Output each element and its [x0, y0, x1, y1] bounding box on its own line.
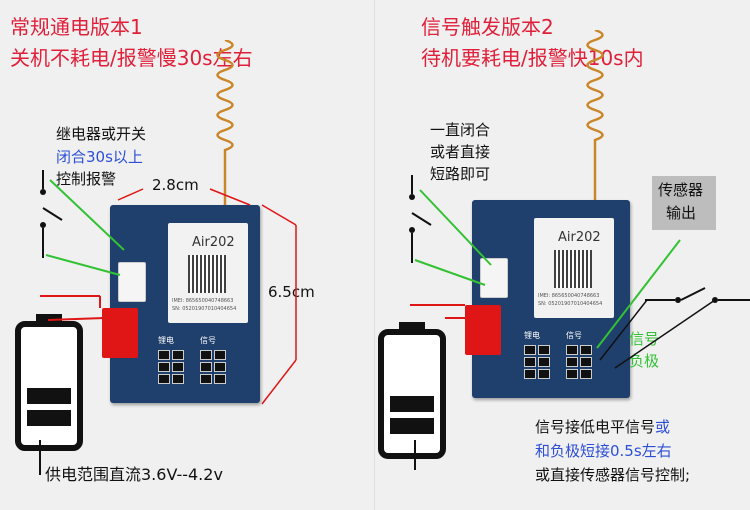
left-header-label2: 信号	[200, 336, 216, 345]
right-switch-note-line2: 或者直接	[430, 143, 491, 161]
right-gsm-module: Air202 IMEI: 865650040748663 SN: 0520190…	[534, 218, 614, 318]
left-title-line1: 常规通电版本1	[10, 15, 143, 39]
left-power-note: 供电范围直流3.6V--4.2v	[45, 465, 223, 484]
left-battery-icon	[15, 314, 83, 451]
left-height-label: 6.5cm	[268, 283, 315, 301]
right-header-label1: 锂电	[524, 331, 540, 340]
right-title-line1: 信号触发版本2	[421, 15, 554, 39]
right-switch-icon	[409, 175, 432, 263]
right-pcb-board: Air202 IMEI: 865650040748663 SN: 0520190…	[472, 200, 630, 398]
right-switch-note-line1: 一直闭合	[430, 121, 491, 139]
right-panel: 信号触发版本2 待机要耗电/报警快10s内 一直闭合 或者直接 短路即可 传感器…	[375, 0, 750, 510]
signal-label-line2: 负极	[629, 352, 660, 370]
left-power-connector	[102, 308, 138, 358]
left-module-label: Air202	[192, 235, 235, 250]
right-header-label2: 信号	[566, 331, 582, 340]
right-guide-lines	[410, 189, 716, 470]
right-bottom-note-line2: 和负极短接0.5s左右	[535, 442, 672, 460]
right-qr-code-icon	[554, 250, 592, 288]
sensor-note-line2: 输出	[666, 204, 697, 222]
left-panel: 常规通电版本1 关机不耗电/报警慢30s左右 继电器或开关 闭合30s以上 控制…	[0, 0, 375, 510]
left-switch-note-line3: 控制报警	[56, 170, 117, 188]
right-module-label: Air202	[558, 230, 601, 245]
right-bottom-note-line1: 信号接低电平信号或	[535, 418, 670, 437]
right-title-line2: 待机要耗电/报警快10s内	[421, 46, 644, 70]
left-title-line2: 关机不耗电/报警慢30s左右	[10, 46, 253, 70]
right-imei-line2: SN: 05201907010404654	[538, 301, 603, 307]
left-switch-icon	[40, 170, 63, 258]
left-imei-line1: IMEI: 865650040748663	[172, 298, 234, 304]
left-signal-connector	[118, 262, 146, 302]
left-gsm-module: Air202 IMEI: 865650040748663 SN: 0520190…	[168, 223, 248, 323]
right-battery-icon	[378, 322, 446, 459]
left-switch-note-line2: 闭合30s以上	[56, 148, 143, 166]
left-pcb-board: Air202 IMEI: 865650040748663 SN: 0520190…	[110, 205, 260, 403]
right-antenna-spring-icon	[586, 30, 604, 205]
sensor-output-box: 传感器 输出	[652, 176, 716, 230]
right-imei-line1: IMEI: 865650040748663	[538, 293, 600, 299]
right-switch-note-line3: 短路即可	[430, 165, 491, 183]
right-signal-connector	[480, 258, 508, 298]
right-bottom-note-line1-black: 信号接低电平信号	[535, 418, 656, 436]
right-power-connector	[465, 305, 501, 355]
antenna-spring-icon	[216, 40, 234, 210]
left-width-label: 2.8cm	[152, 176, 199, 194]
sensor-note-line1: 传感器	[658, 181, 704, 199]
right-bottom-note-line3: 或直接传感器信号控制;	[535, 466, 691, 484]
right-bottom-note-line1-blue: 或	[655, 418, 671, 436]
left-header-label1: 锂电	[158, 336, 174, 345]
left-guide-lines	[39, 179, 297, 475]
left-imei-line2: SN: 05201907010404654	[172, 306, 237, 312]
left-switch-note-line1: 继电器或开关	[56, 125, 147, 143]
left-qr-code-icon	[188, 255, 226, 293]
